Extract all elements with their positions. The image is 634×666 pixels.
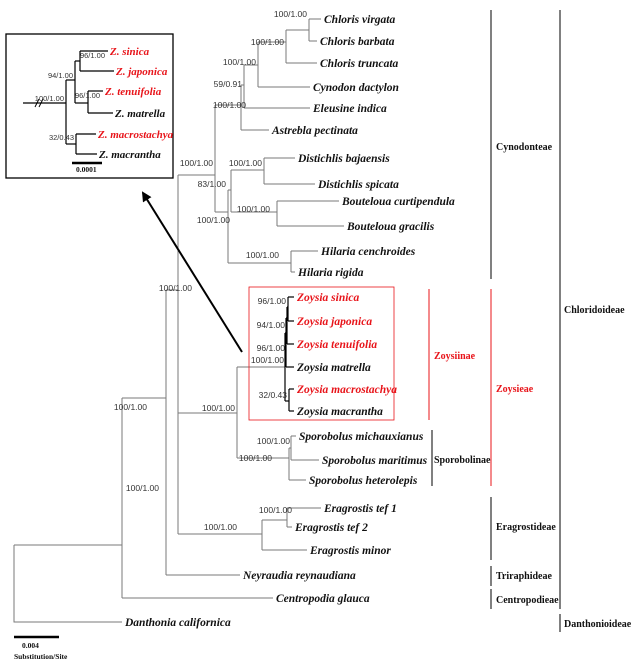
- taxon-label: Distichlis bajaensis: [297, 153, 390, 165]
- inset-support-value: 94/1.00: [48, 71, 73, 80]
- inset-break-mark: [38, 98, 44, 108]
- support-value: 100/1.00: [246, 250, 279, 260]
- support-value: 100/1.00: [237, 204, 270, 214]
- taxon-label: Distichlis spicata: [317, 179, 399, 191]
- support-value: 100/1.00: [114, 402, 147, 412]
- taxon-label: Zoysia japonica: [296, 316, 372, 328]
- main-scale-bar: 0.004 Substitution/Site: [14, 635, 68, 661]
- group-label-eragrostideae: Eragrostideae: [496, 522, 556, 533]
- taxon-label: Chloris barbata: [320, 36, 395, 48]
- support-value: 59/0.91: [214, 79, 243, 89]
- group-label-centropodieae: Centropodieae: [496, 595, 559, 606]
- group-label-sporobolinae: Sporobolinae: [434, 455, 491, 466]
- taxon-label: Zoysia sinica: [296, 292, 360, 304]
- taxon-label: Neyraudia reynaudiana: [242, 570, 356, 582]
- taxon-label: Sporobolus heterolepis: [309, 475, 418, 487]
- support-value: 100/1.00: [257, 436, 290, 446]
- taxon-label: Eleusine indica: [312, 103, 387, 115]
- support-value: 100/1.00: [274, 9, 307, 19]
- support-value: 100/1.00: [213, 100, 246, 110]
- support-value: 100/1.00: [202, 403, 235, 413]
- zoysia-inset: Z. sinica Z. japonica Z. tenuifolia Z. m…: [5, 33, 174, 179]
- taxon-label: Zoysia macrostachya: [296, 384, 397, 396]
- support-value: 94/1.00: [257, 320, 286, 330]
- taxon-label: Zoysia macrantha: [296, 406, 383, 418]
- support-value: 100/1.00: [229, 158, 262, 168]
- support-value: 100/1.00: [251, 37, 284, 47]
- inset-scale-value: 0.0001: [76, 165, 97, 174]
- group-label-cynodonteae: Cynodonteae: [496, 142, 553, 153]
- inset-support-value: 96/1.00: [80, 51, 105, 60]
- support-value: 100/1.00: [239, 453, 272, 463]
- inset-break-mark: [34, 98, 40, 108]
- support-value: 100/1.00: [251, 355, 284, 365]
- group-label-danthonioideae: Danthonioideae: [564, 619, 632, 630]
- inset-support-value: 32/0.43: [49, 133, 74, 142]
- support-value: 100/1.00: [259, 505, 292, 515]
- scale-unit: Substitution/Site: [14, 652, 68, 661]
- taxon-label: Hilaria cenchroides: [320, 246, 416, 258]
- taxon-label: Zoysia matrella: [296, 362, 371, 374]
- taxon-label: Eragrostis minor: [309, 545, 391, 557]
- group-label-zoysiinae: Zoysiinae: [434, 351, 476, 362]
- support-value: 100/1.00: [197, 215, 230, 225]
- taxon-label: Zoysia tenuifolia: [296, 339, 377, 351]
- group-label-zoysieae: Zoysieae: [496, 384, 534, 395]
- support-value: 100/1.00: [223, 57, 256, 67]
- inset-taxon-label: Z. sinica: [109, 46, 150, 58]
- classification: Cynodonteae Zoysiinae Zoysieae Sporoboli…: [428, 10, 632, 632]
- taxon-label: Eragrostis tef 1: [323, 503, 397, 515]
- inset-pointer-arrow: [141, 191, 243, 353]
- group-label-triraphideae: Triraphideae: [496, 571, 552, 582]
- taxon-label: Sporobolus maritimus: [322, 455, 428, 467]
- inset-taxon-label: Z. macrostachya: [97, 129, 174, 141]
- zoysia-highlight-box: [248, 286, 395, 421]
- support-value: 83/1.00: [198, 179, 227, 189]
- taxon-label: Hilaria rigida: [297, 267, 364, 279]
- taxon-labels: Chloris virgata Chloris barbata Chloris …: [124, 14, 455, 629]
- support-value: 96/1.00: [258, 296, 287, 306]
- group-label-chloridoideae: Chloridoideae: [564, 305, 625, 316]
- support-value: 96/1.00: [257, 343, 286, 353]
- support-value: 100/1.00: [180, 158, 213, 168]
- tree-branches: [13, 18, 344, 623]
- taxon-label: Astrebla pectinata: [271, 125, 358, 137]
- taxon-label: Bouteloua gracilis: [346, 221, 435, 233]
- inset-taxon-label: Z. macrantha: [98, 149, 161, 161]
- taxon-label: Chloris truncata: [320, 58, 399, 70]
- support-value: 100/1.00: [126, 483, 159, 493]
- inset-support-value: 96/1.00: [75, 91, 100, 100]
- taxon-label: Cynodon dactylon: [313, 82, 399, 94]
- taxon-label: Sporobolus michauxianus: [299, 431, 424, 443]
- inset-taxon-label: Z. matrella: [114, 108, 166, 120]
- taxon-label: Centropodia glauca: [276, 593, 370, 605]
- taxon-label: Chloris virgata: [324, 14, 396, 26]
- support-values: 100/1.00 100/1.00 100/1.00 59/0.91 100/1…: [114, 9, 307, 532]
- inset-support-value: 100/1.00: [35, 94, 64, 103]
- scale-value: 0.004: [22, 641, 39, 650]
- support-value: 32/0.43: [259, 390, 288, 400]
- inset-taxon-label: Z. tenuifolia: [104, 86, 162, 98]
- branch-root: [13, 545, 122, 623]
- support-value: 100/1.00: [204, 522, 237, 532]
- taxon-label: Danthonia californica: [124, 617, 231, 629]
- taxon-label: Eragrostis tef 2: [294, 522, 368, 534]
- taxon-label: Bouteloua curtipendula: [341, 196, 455, 208]
- support-value: 100/1.00: [159, 283, 192, 293]
- inset-taxon-label: Z. japonica: [115, 66, 168, 78]
